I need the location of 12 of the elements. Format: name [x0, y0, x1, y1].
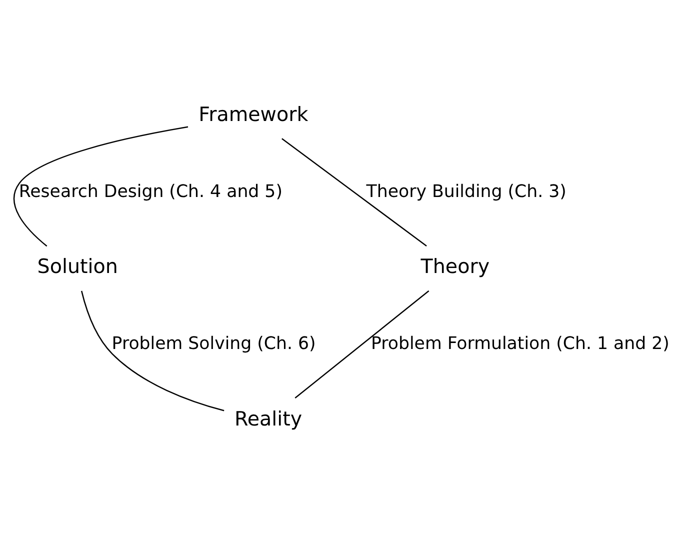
node-text: Reality: [234, 407, 302, 430]
node-text: Framework: [198, 102, 308, 126]
edge-label: Problem Solving (Ch. 6): [112, 334, 316, 354]
connector: [80, 290, 224, 412]
connector: [294, 290, 430, 398]
edge-label: Research Design (Ch. 4 and 5): [18, 182, 282, 202]
edge-label: Theory Building (Ch. 3): [366, 182, 566, 202]
edge-label: Problem Formulation (Ch. 1 and 2): [370, 334, 670, 354]
node-text: Theory: [420, 255, 490, 278]
connector: [13, 126, 188, 247]
connector: [282, 138, 427, 246]
node-text: Solution: [37, 255, 118, 278]
